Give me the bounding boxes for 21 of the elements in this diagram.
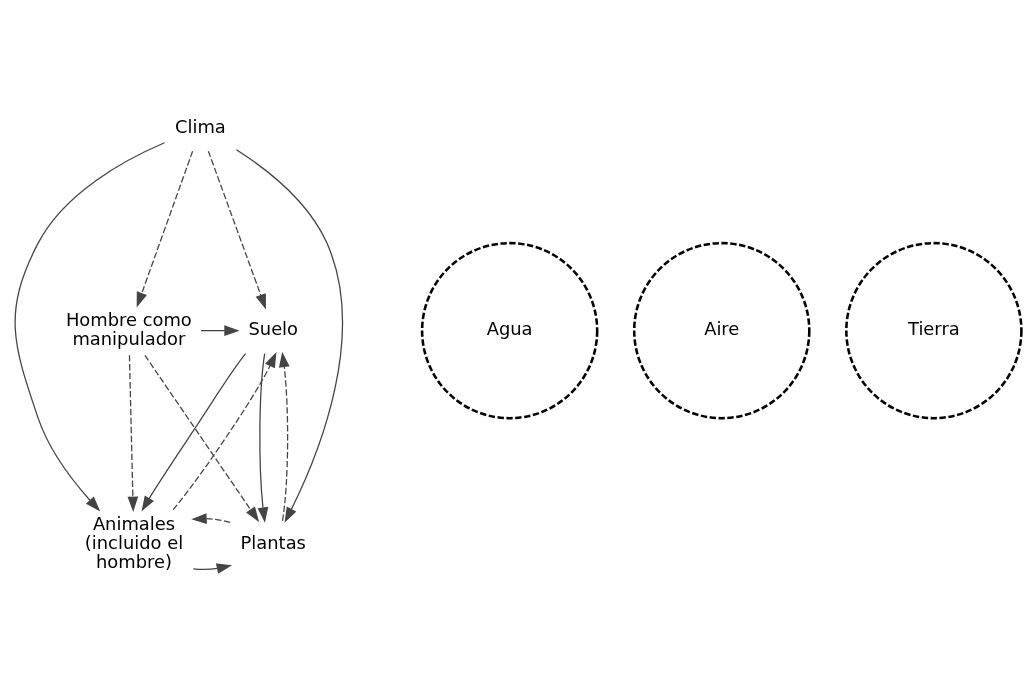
arrow (235, 148, 343, 523)
node-circle: Tierra (844, 241, 1023, 419)
arrow (190, 512, 231, 524)
arrow (127, 354, 138, 512)
arrow (136, 150, 193, 308)
arrow (192, 562, 232, 574)
arrow (257, 352, 268, 523)
node-text: Plantas (240, 531, 306, 553)
arrow (141, 352, 246, 511)
node-text: Hombre como manipulador (65, 308, 192, 349)
arrow (199, 324, 240, 336)
arrow (172, 351, 276, 510)
arrow (14, 141, 165, 511)
arrow (207, 150, 266, 309)
node-text: Suelo (247, 317, 298, 339)
arrow (278, 351, 290, 521)
node-circle: Aire (632, 241, 811, 419)
node-circle: Agua (420, 241, 598, 419)
arrow (143, 354, 259, 522)
node-text: Clima (174, 115, 226, 137)
node-text: Animales (incluido el hombre) (84, 512, 183, 572)
